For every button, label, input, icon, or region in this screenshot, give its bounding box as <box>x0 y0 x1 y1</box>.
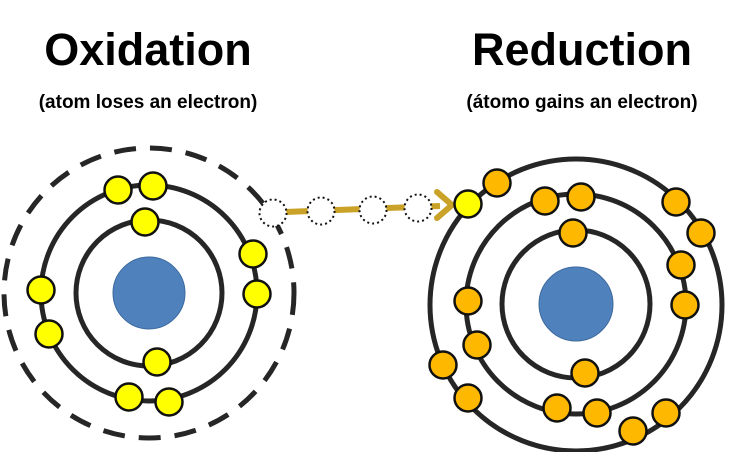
electron <box>453 383 483 413</box>
electron <box>582 398 612 428</box>
lost-electron-trace <box>258 198 288 228</box>
lost-electron-trace <box>306 196 336 226</box>
nucleus <box>112 256 186 330</box>
electron <box>428 350 458 380</box>
reduction-subtitle: (átomo gains an electron) <box>466 92 698 113</box>
nucleus <box>538 266 614 342</box>
electron <box>651 398 681 428</box>
electron <box>462 330 492 360</box>
lost-electron-trace <box>403 193 433 223</box>
electron <box>542 393 572 423</box>
electron <box>618 416 648 446</box>
electron <box>238 239 268 269</box>
electron <box>570 358 600 388</box>
electron <box>686 218 716 248</box>
electron <box>558 218 588 248</box>
arrow-head <box>434 189 457 221</box>
electron <box>566 182 596 212</box>
electron <box>114 382 144 412</box>
orbit-3 <box>427 156 725 452</box>
electron <box>482 168 512 198</box>
electron-transfer-arrow <box>258 189 457 228</box>
electron <box>138 171 168 201</box>
oxidation-subtitle: (atom loses an electron) <box>38 92 258 113</box>
oxidation-title: Oxidation <box>44 24 252 75</box>
electron <box>142 347 172 377</box>
electron <box>130 207 160 237</box>
reduction-title: Reduction <box>472 24 692 75</box>
electron <box>530 186 560 216</box>
electron <box>242 279 272 309</box>
electron <box>666 250 696 280</box>
electron <box>26 275 56 305</box>
electron <box>154 387 184 417</box>
electron <box>34 319 64 349</box>
electron <box>103 175 133 205</box>
electron <box>661 187 691 217</box>
outer-dashed-orbit <box>1 145 297 441</box>
electron <box>453 286 483 316</box>
gained-electron <box>453 189 483 219</box>
lost-electron-trace <box>358 195 388 225</box>
electron <box>670 290 700 320</box>
